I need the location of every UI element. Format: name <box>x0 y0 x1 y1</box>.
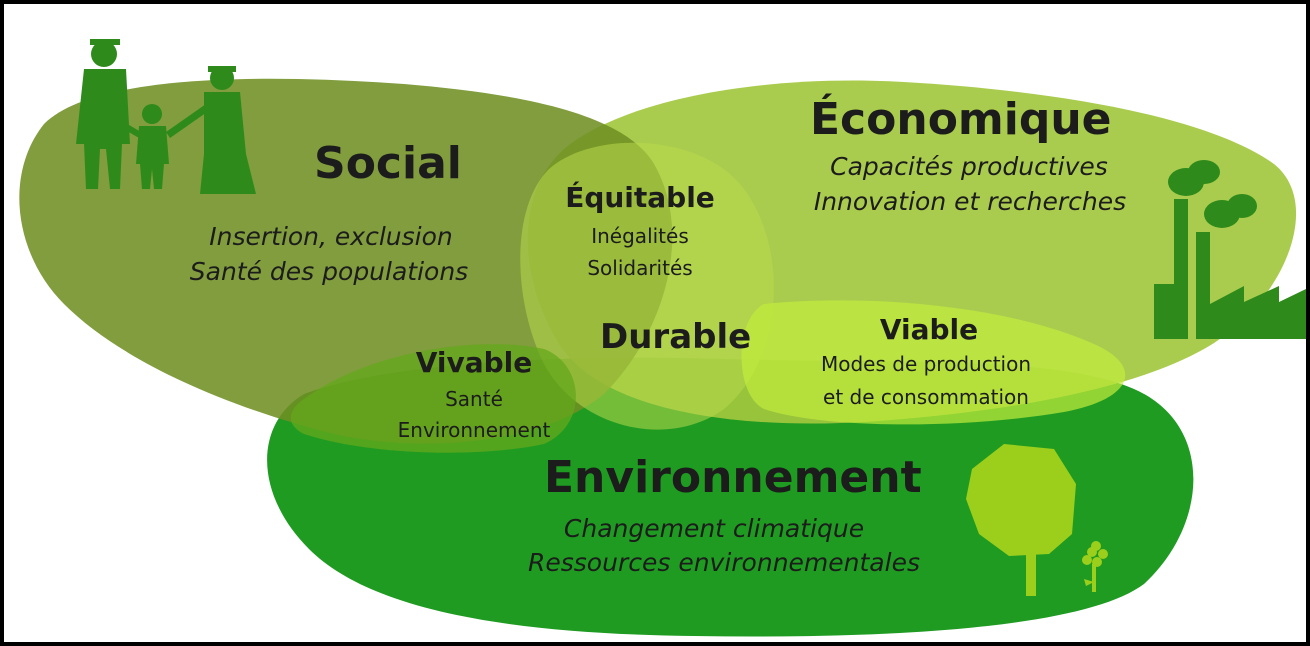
viable-title: Viable <box>879 313 979 346</box>
environnement-title: Environnement <box>544 452 922 503</box>
vivable-area <box>290 344 576 453</box>
economique-detail-2: Innovation et recherches <box>813 187 1127 216</box>
equitable-detail-2: Solidarités <box>587 256 693 280</box>
venn-diagram <box>19 39 1306 637</box>
viable-area <box>741 300 1126 425</box>
tree-icon <box>966 444 1076 596</box>
economique-detail-1: Capacités productives <box>830 152 1108 181</box>
vivable-detail-1: Santé <box>445 387 503 411</box>
equitable-title: Équitable <box>565 181 715 214</box>
equitable-detail-1: Inégalités <box>591 224 689 248</box>
viable-detail-2: et de consommation <box>823 385 1029 409</box>
family-silhouette-icon <box>76 39 256 194</box>
durable-title: Durable <box>600 317 752 357</box>
social-title: Social <box>314 138 462 189</box>
economique-title: Économique <box>810 94 1112 145</box>
social-detail-1: Insertion, exclusion <box>209 222 453 251</box>
durable-lens <box>520 142 774 430</box>
vivable-detail-2: Environnement <box>397 418 551 442</box>
vivable-title: Vivable <box>415 346 533 379</box>
environnement-detail-1: Changement climatique <box>563 514 865 543</box>
factory-icon <box>1154 160 1306 339</box>
flower-icon <box>1082 541 1108 592</box>
social-detail-2: Santé des populations <box>189 257 469 286</box>
viable-detail-1: Modes de production <box>820 352 1032 376</box>
environnement-detail-2: Ressources environnementales <box>528 548 920 577</box>
